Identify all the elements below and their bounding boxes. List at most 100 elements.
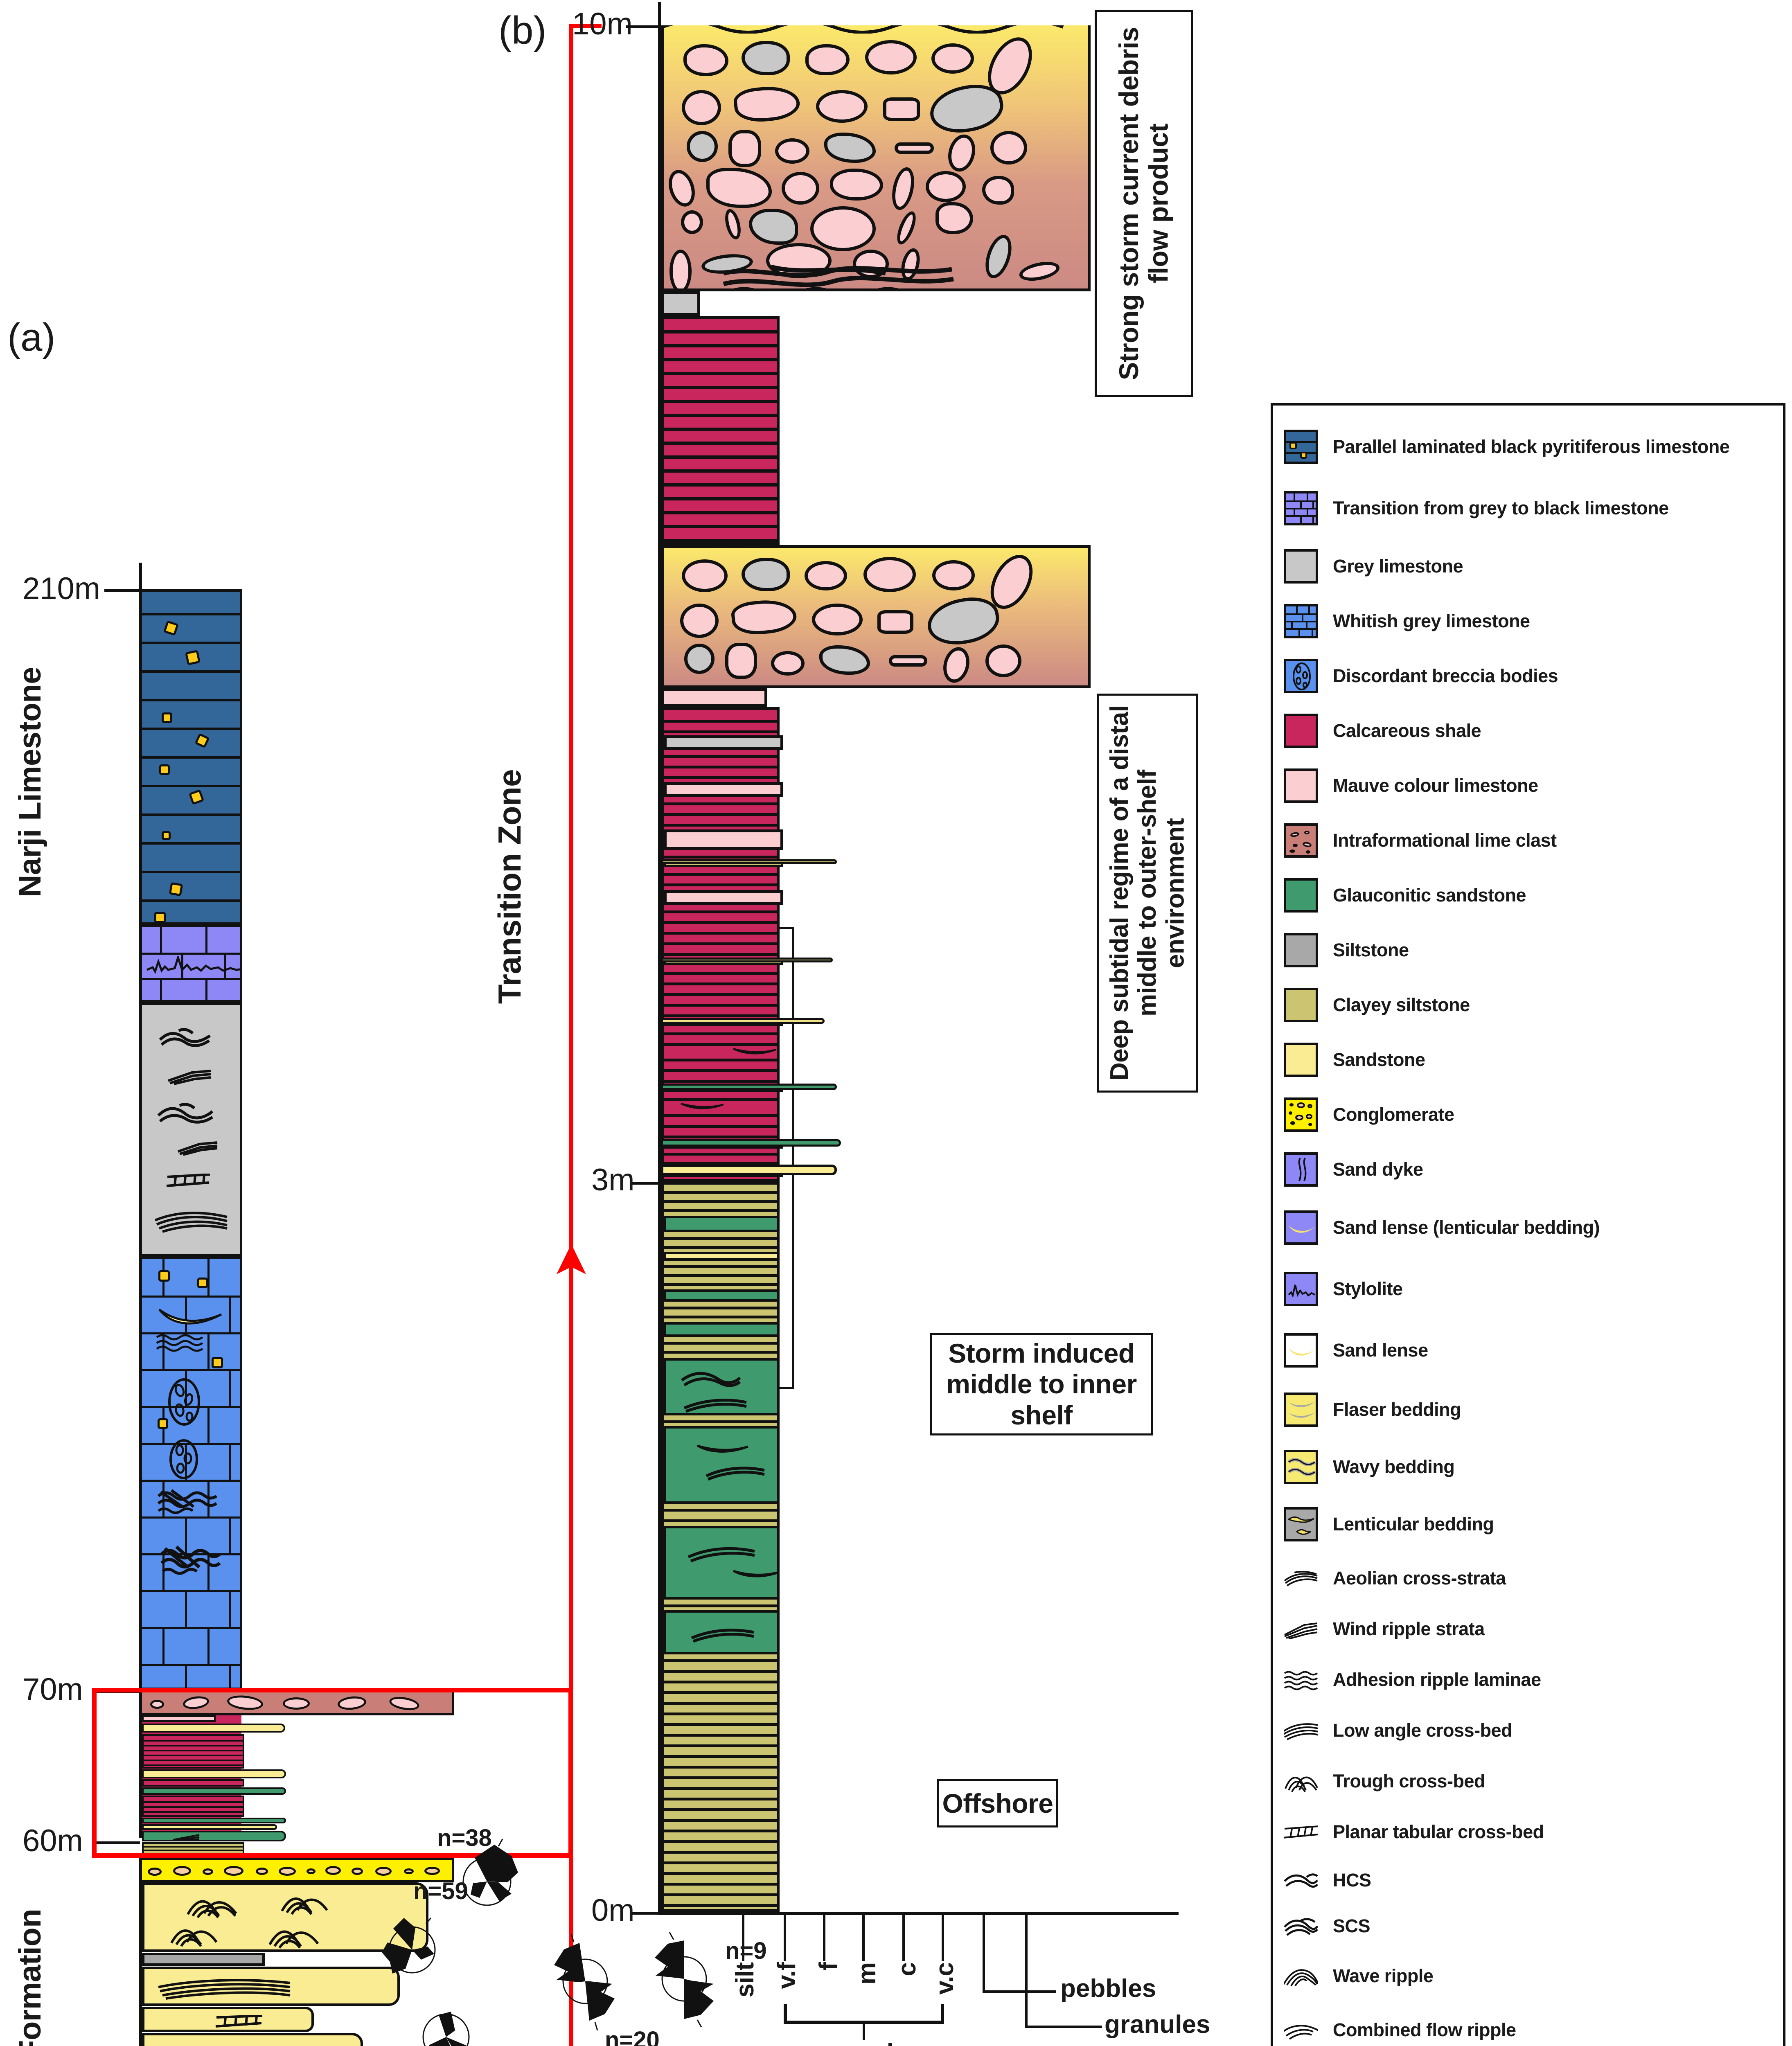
bed-clayey-siltstone-projection — [661, 859, 837, 864]
trough-cross-bed-icon — [268, 1930, 319, 1949]
panel-b-label: (b) — [498, 9, 547, 52]
legend-item-combined-flow-ripple: Combined flow ripple — [1284, 2003, 1776, 2046]
syn-sedimentary-deformation-icon — [157, 1489, 218, 1514]
scs-icon — [157, 1103, 214, 1124]
rose-diagram-n9 — [643, 1926, 737, 2032]
red-arrow-head — [557, 1244, 586, 1274]
legend-label-aeolian-cross-strata: Aeolian cross-strata — [1333, 1567, 1506, 1589]
legend-label-clayey-siltstone: Clayey siltstone — [1333, 994, 1470, 1015]
gs-tick — [1025, 1915, 1028, 1949]
sand-lense-icon — [681, 1103, 724, 1109]
legend-label-hcs: HCS — [1333, 1869, 1371, 1891]
red-connector-arrow-stem — [569, 25, 573, 1277]
bed-pyritiferous-limestone — [139, 589, 242, 925]
pyrite-grain-icon — [188, 789, 205, 805]
bed-sandstone — [142, 1967, 400, 2006]
legend-label-mauve-colour-limestone: Mauve colour limestone — [1333, 775, 1538, 796]
low-angle-cross-bed-icon — [158, 1979, 291, 2000]
environment-box-debris-flow: Strong storm current debris flow product — [1095, 10, 1193, 397]
rose-label-n20: n=20 — [605, 2027, 660, 2046]
rose-diagram-n20 — [540, 1929, 634, 2035]
bed-debris-flow-conglomerate — [661, 25, 1091, 291]
pyrite-grain-icon — [163, 620, 179, 636]
pyrite-grain-icon — [158, 1270, 170, 1282]
panel-a-axis-top — [139, 563, 142, 591]
legend-item-siltstone: Siltstone — [1284, 923, 1776, 978]
gs-tick — [902, 1915, 905, 1961]
legend-label-intraformational-lime-clast: Intraformational lime clast — [1333, 829, 1557, 851]
formation-label-banaganapalle-formation: Banaganapalle Formation — [12, 1909, 48, 2046]
legend-item-low-angle-cross-bed: Low angle cross-bed — [1284, 1705, 1776, 1756]
flaser-bedding-swatch — [1284, 1393, 1318, 1427]
legend-item-wavy-bedding: Wavy bedding — [1284, 1438, 1776, 1496]
bed-glauconitic-thin — [664, 1289, 777, 1302]
legend-item-sand-lense-lenticular-bedding: Sand lense (lenticular bedding) — [1284, 1197, 1776, 1258]
intraformational-lime-clast-swatch — [1284, 823, 1318, 858]
legend-label-discordant-breccia-bodies: Discordant breccia bodies — [1333, 665, 1558, 686]
legend-label-conglomerate: Conglomerate — [1333, 1104, 1454, 1125]
hcs-icon — [1284, 1863, 1318, 1897]
bed-glauconitic-thick — [664, 1358, 777, 1415]
glauconitic-sandstone-swatch — [1284, 878, 1318, 913]
rose-diagram-n37 — [405, 1997, 499, 2046]
pyrite-grain-icon — [159, 764, 170, 775]
depth-tick-10m: 10m — [572, 7, 633, 41]
legend-label-siltstone: Siltstone — [1333, 939, 1409, 960]
legend-item-flaser-bedding: Flaser bedding — [1284, 1381, 1776, 1438]
legend-item-calcareous-shale: Calcareous shale — [1284, 703, 1776, 758]
pyrite-grain-icon — [169, 882, 183, 897]
low-angle-cross-bed-icon — [687, 1547, 755, 1563]
sand-lense-icon — [158, 1308, 222, 1325]
legend-item-whitish-grey-limestone: Whitish grey limestone — [1284, 594, 1776, 649]
wind-ripple-strata-icon — [168, 1070, 211, 1085]
grain-size-tick-m-b: m — [853, 1963, 881, 1985]
mauve-colour-limestone-swatch — [1284, 768, 1318, 803]
legend-label-stylolite: Stylolite — [1333, 1278, 1403, 1299]
bed-calcareous-shale — [142, 1779, 244, 1787]
bed-siltstone-b — [661, 291, 700, 316]
calcareous-shale-swatch — [1284, 714, 1318, 748]
legend-label-combined-flow-ripple: Combined flow ripple — [1333, 2019, 1516, 2040]
wind-ripple-strata-icon — [178, 1141, 218, 1156]
legend-item-aeolian-cross-strata: Aeolian cross-strata — [1284, 1553, 1776, 1604]
legend-item-scs: SCS — [1284, 1903, 1776, 1949]
legend-item-glauconitic-sandstone: Glauconitic sandstone — [1284, 868, 1776, 923]
low-angle-cross-bed-icon — [683, 1399, 747, 1413]
legend-label-glauconitic-sandstone: Glauconitic sandstone — [1333, 884, 1526, 906]
panel-a-label: (a) — [7, 315, 56, 359]
depth-tick-line-210m — [104, 589, 140, 592]
legend-label-whitish-grey-limestone: Whitish grey limestone — [1333, 610, 1530, 631]
legend-item-discordant-breccia-bodies: Discordant breccia bodies — [1284, 649, 1776, 703]
wavy-bedding-swatch — [1284, 1450, 1318, 1484]
environment-box-deep-subtidal: Deep subtidal regime of a distal middle … — [1097, 694, 1198, 1093]
legend-label-sandstone: Sandstone — [1333, 1049, 1425, 1070]
sand-lense-swatch — [1284, 1333, 1318, 1368]
grain-size-bracket-label-sand-b: sand — [834, 2039, 894, 2046]
bed-mauve-limestone-b1 — [661, 688, 767, 707]
bed-glauconitic-sandstone — [142, 1787, 286, 1795]
legend-label-grey-limestone: Grey limestone — [1333, 555, 1463, 577]
red-top-tick — [569, 24, 602, 28]
rose-label-n9: n=9 — [725, 1938, 767, 1964]
depth-tick-3m: 3m — [591, 1163, 635, 1197]
bed-glauconitic-thick — [664, 1610, 777, 1654]
rose-label-n59: n=59 — [413, 1878, 468, 1904]
depth-tick-60m: 60m — [23, 1823, 83, 1858]
lenticular-bedding-swatch — [1284, 1507, 1318, 1541]
sand-dyke-swatch — [1284, 1152, 1318, 1187]
legend-label-wave-ripple: Wave ripple — [1333, 1965, 1434, 1986]
depth-tick-210m: 210m — [23, 571, 101, 606]
legend-item-trough-cross-bed: Trough cross-bed — [1284, 1756, 1776, 1807]
bed-whitish-grey-limestone — [139, 1256, 242, 1690]
legend-item-parallel-laminated-black-pyritiferous-limestone: Parallel laminated black pyritiferous li… — [1284, 416, 1776, 478]
bed-glauconitic-thin — [664, 1216, 777, 1232]
bed-glauconitic-thick — [664, 1426, 777, 1504]
depth-tick-line-10m — [626, 25, 659, 28]
sand-lense-icon — [733, 1048, 776, 1055]
low-angle-cross-bed-icon — [691, 1629, 754, 1643]
adhesion-ripple-laminae-icon — [156, 1334, 203, 1352]
bed-glauconite-siltstone-alternation — [661, 1182, 780, 1912]
bed-intraformational-lime-clast-mid — [661, 545, 1091, 688]
pyrite-grain-icon — [162, 712, 172, 723]
bed-glauconitic-thin — [664, 1322, 777, 1337]
